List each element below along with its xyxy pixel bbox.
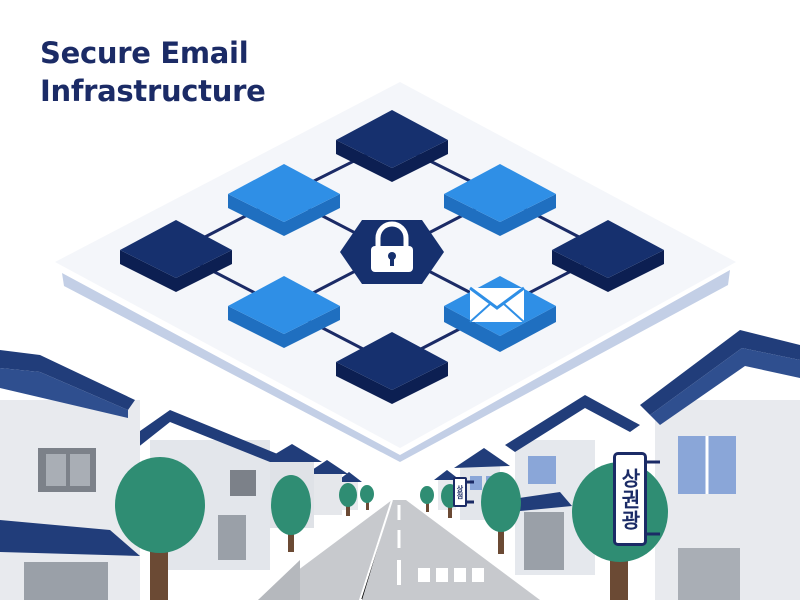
shop-sign: 상권광 <box>613 452 647 546</box>
headline-line-1: Secure Email <box>40 36 249 70</box>
mail-node <box>444 276 556 352</box>
shop-sign-text: 상권광 <box>617 467 642 531</box>
headline-line-2: Infrastructure <box>40 74 266 108</box>
left-trees <box>115 457 374 600</box>
crosswalk <box>418 568 484 582</box>
security-hub <box>340 220 444 284</box>
sign-brackets <box>467 460 660 536</box>
node-bottom <box>336 332 448 404</box>
padlock-icon <box>371 221 413 272</box>
road <box>258 499 540 600</box>
node-top <box>336 110 448 182</box>
node-left <box>120 220 232 292</box>
right-buildings <box>434 330 800 600</box>
node-upper-left <box>228 164 340 236</box>
headline: Secure Email Infrastructure <box>40 34 266 110</box>
envelope-icon <box>469 286 525 323</box>
node-upper-right <box>444 164 556 236</box>
node-right <box>552 220 664 292</box>
node-lower-left <box>228 276 340 348</box>
small-shop-sign: 상점 <box>453 477 467 507</box>
small-sign-text: 상점 <box>456 485 464 499</box>
